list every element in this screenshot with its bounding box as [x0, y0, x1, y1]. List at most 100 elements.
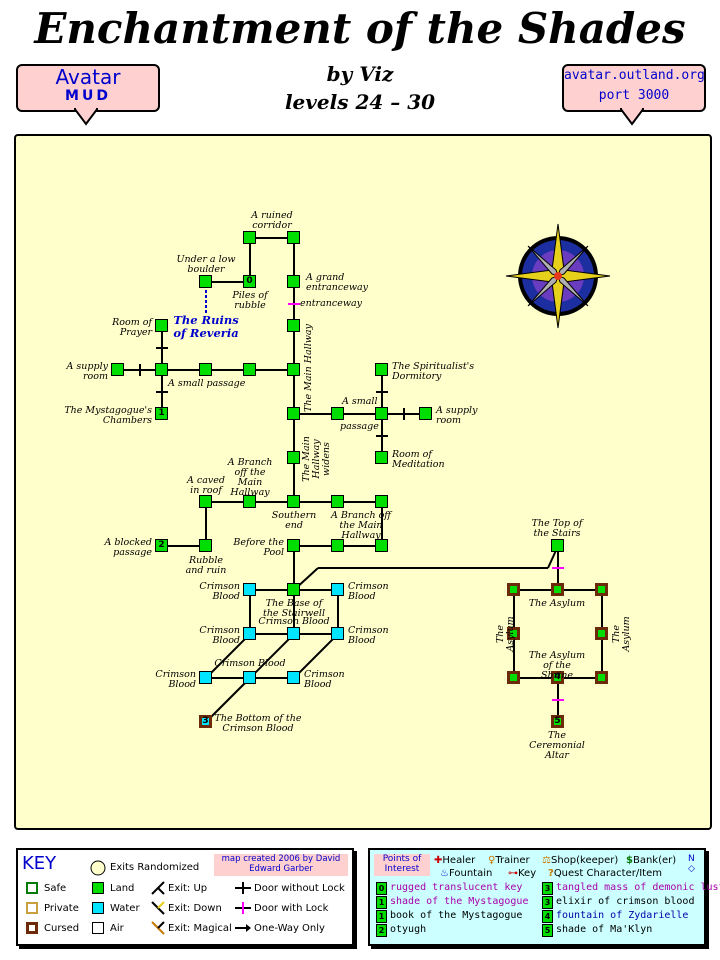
- poi-bank: Bank(er): [632, 855, 677, 866]
- label-piles-of-rubble: Piles of rubble: [232, 290, 268, 311]
- server-port: port 3000: [598, 88, 670, 103]
- key-water: Water: [110, 903, 140, 914]
- author: by Viz: [326, 62, 394, 86]
- poi-item-text: rugged translucent key: [390, 882, 523, 893]
- poi-healer: Healer: [442, 855, 476, 866]
- map-scroll: [14, 134, 712, 830]
- label-a-small: A small: [342, 396, 378, 407]
- room-of-prayer: [155, 319, 168, 332]
- room-ceremonial-altar: [551, 715, 564, 728]
- poi-number: 1: [376, 896, 387, 909]
- cursed-swatch: [26, 922, 38, 934]
- key-exit-magical: Exit: Magical: [168, 923, 232, 934]
- bank-icon: $: [626, 855, 633, 866]
- room-branch-south-east: [375, 539, 388, 552]
- room-number-4: 4: [554, 672, 561, 682]
- poi-key: Key: [518, 868, 537, 879]
- label-rubble-and-ruin: Rubble and ruin: [185, 555, 227, 576]
- room-crimson-blood-c: [287, 627, 300, 640]
- room-number-3: 3: [202, 716, 209, 726]
- room-branch-east: [331, 495, 344, 508]
- label-branch-east: A Branch off the Main Hallway: [330, 510, 392, 541]
- quest-icon: ?: [548, 868, 554, 879]
- room-ruined-corridor-east: [287, 231, 300, 244]
- room-asylum-shrine: [551, 671, 564, 684]
- poi-shop: Shop(keeper): [550, 855, 619, 866]
- poi-number: 4: [542, 910, 553, 923]
- area-name-label: The Ruins of Reveria: [173, 313, 239, 340]
- room-small-passage-mid: [199, 363, 212, 376]
- label-supply-room-east: A supply room: [436, 405, 478, 426]
- key-exit-down: Exit: Down: [168, 903, 222, 914]
- room-main-hallway-north: [287, 319, 300, 332]
- exit-magical-icon: [151, 921, 165, 935]
- room-spiritualist-dormitory: [375, 363, 388, 376]
- label-asylum-right: The Asylum: [611, 616, 632, 652]
- label-crimson-blood-5: Crimson Blood: [348, 625, 389, 646]
- label-mystagogue-chambers: The Mystagogue's Chambers: [64, 405, 152, 426]
- poi-number: 3: [542, 882, 553, 895]
- room-southern-end: [287, 495, 300, 508]
- label-crimson-blood-2: Crimson Blood: [348, 581, 389, 602]
- room-crimson-blood-ne: [331, 583, 344, 596]
- room-mystagogue-chambers: [155, 407, 168, 420]
- room-before-pool: [287, 539, 300, 552]
- poi-item-text: tangled mass of demonic lust: [556, 882, 720, 893]
- room-piles-of-rubble: [243, 275, 256, 288]
- byline: by Viz levels 24 – 30: [230, 60, 490, 116]
- room-asylum-n: [551, 583, 564, 596]
- label-crimson-blood-6: Crimson Blood: [214, 658, 286, 669]
- label-main-hallway-widens: The Main Hallway widens: [301, 436, 332, 482]
- key-credit: map created 2006 by David Edward Garber: [214, 854, 348, 876]
- room-main-hallway-widens: [287, 451, 300, 464]
- label-asylum-top: The Asylum: [528, 598, 586, 609]
- label-base-of-stairwell: The Base of the Stairwell: [263, 598, 325, 619]
- poi-fountain: Fountain: [448, 868, 493, 879]
- poi-number: 5: [542, 924, 553, 937]
- poi-item-text: shade of the Mystagogue: [390, 896, 529, 907]
- room-supply-east: [419, 407, 432, 420]
- room-crimson-blood-w: [243, 627, 256, 640]
- label-grand-entranceway: A grand entranceway: [306, 272, 368, 293]
- room-number-2: 2: [158, 540, 165, 550]
- room-branch-south: [331, 539, 344, 552]
- poi-item-text: otyugh: [390, 924, 427, 935]
- poi-number: 3: [542, 896, 553, 909]
- poi-number: 0: [376, 882, 387, 895]
- poi-number: 1: [376, 910, 387, 923]
- poi-item-text: book of the Mystagogue: [390, 910, 523, 921]
- label-under-boulder: Under a low boulder: [176, 254, 236, 275]
- server-badge: avatar.outland.org port 3000: [562, 64, 706, 112]
- room-crimson-blood-se: [287, 671, 300, 684]
- label-southern-end: Southern end: [271, 510, 317, 531]
- door-lock-icon: [235, 902, 251, 914]
- key-exits-randomized: Exits Randomized: [110, 862, 200, 873]
- levels: levels 24 – 30: [284, 90, 436, 114]
- map-key-panel: KEY Exits Randomized map created 2006 by…: [16, 848, 354, 946]
- room-asylum-nw: [507, 583, 520, 596]
- key-private: Private: [44, 903, 79, 914]
- badge-left-line1: Avatar: [55, 65, 121, 89]
- label-asylum-shrine: The Asylum of the Shrine: [528, 650, 586, 681]
- label-crimson-blood-7: Crimson Blood: [155, 669, 196, 690]
- label-spiritualist-dormitory: The Spiritualist's Dormitory: [392, 361, 475, 382]
- room-caved-roof: [199, 495, 212, 508]
- healer-icon: ✚: [434, 855, 443, 866]
- key-one-way: One-Way Only: [254, 923, 325, 934]
- label-crimson-blood-1: Crimson Blood: [199, 581, 240, 602]
- label-passage: passage: [340, 421, 379, 432]
- compass-rose-icon: [505, 223, 611, 329]
- key-air: Air: [110, 923, 124, 934]
- key-cursed: Cursed: [44, 923, 80, 934]
- room-main-hallway: [287, 363, 300, 376]
- land-swatch: [92, 882, 104, 894]
- label-ruined-corridor: A ruined corridor: [251, 210, 293, 231]
- room-asylum-w: [507, 627, 520, 640]
- shop-icon: ⚖: [542, 855, 551, 866]
- exit-down-icon: [151, 901, 165, 915]
- key-door-no-lock: Door without Lock: [254, 883, 345, 894]
- key-door-lock: Door with Lock: [254, 903, 329, 914]
- label-room-of-meditation: Room of Meditation: [392, 449, 445, 470]
- private-swatch: [26, 902, 38, 914]
